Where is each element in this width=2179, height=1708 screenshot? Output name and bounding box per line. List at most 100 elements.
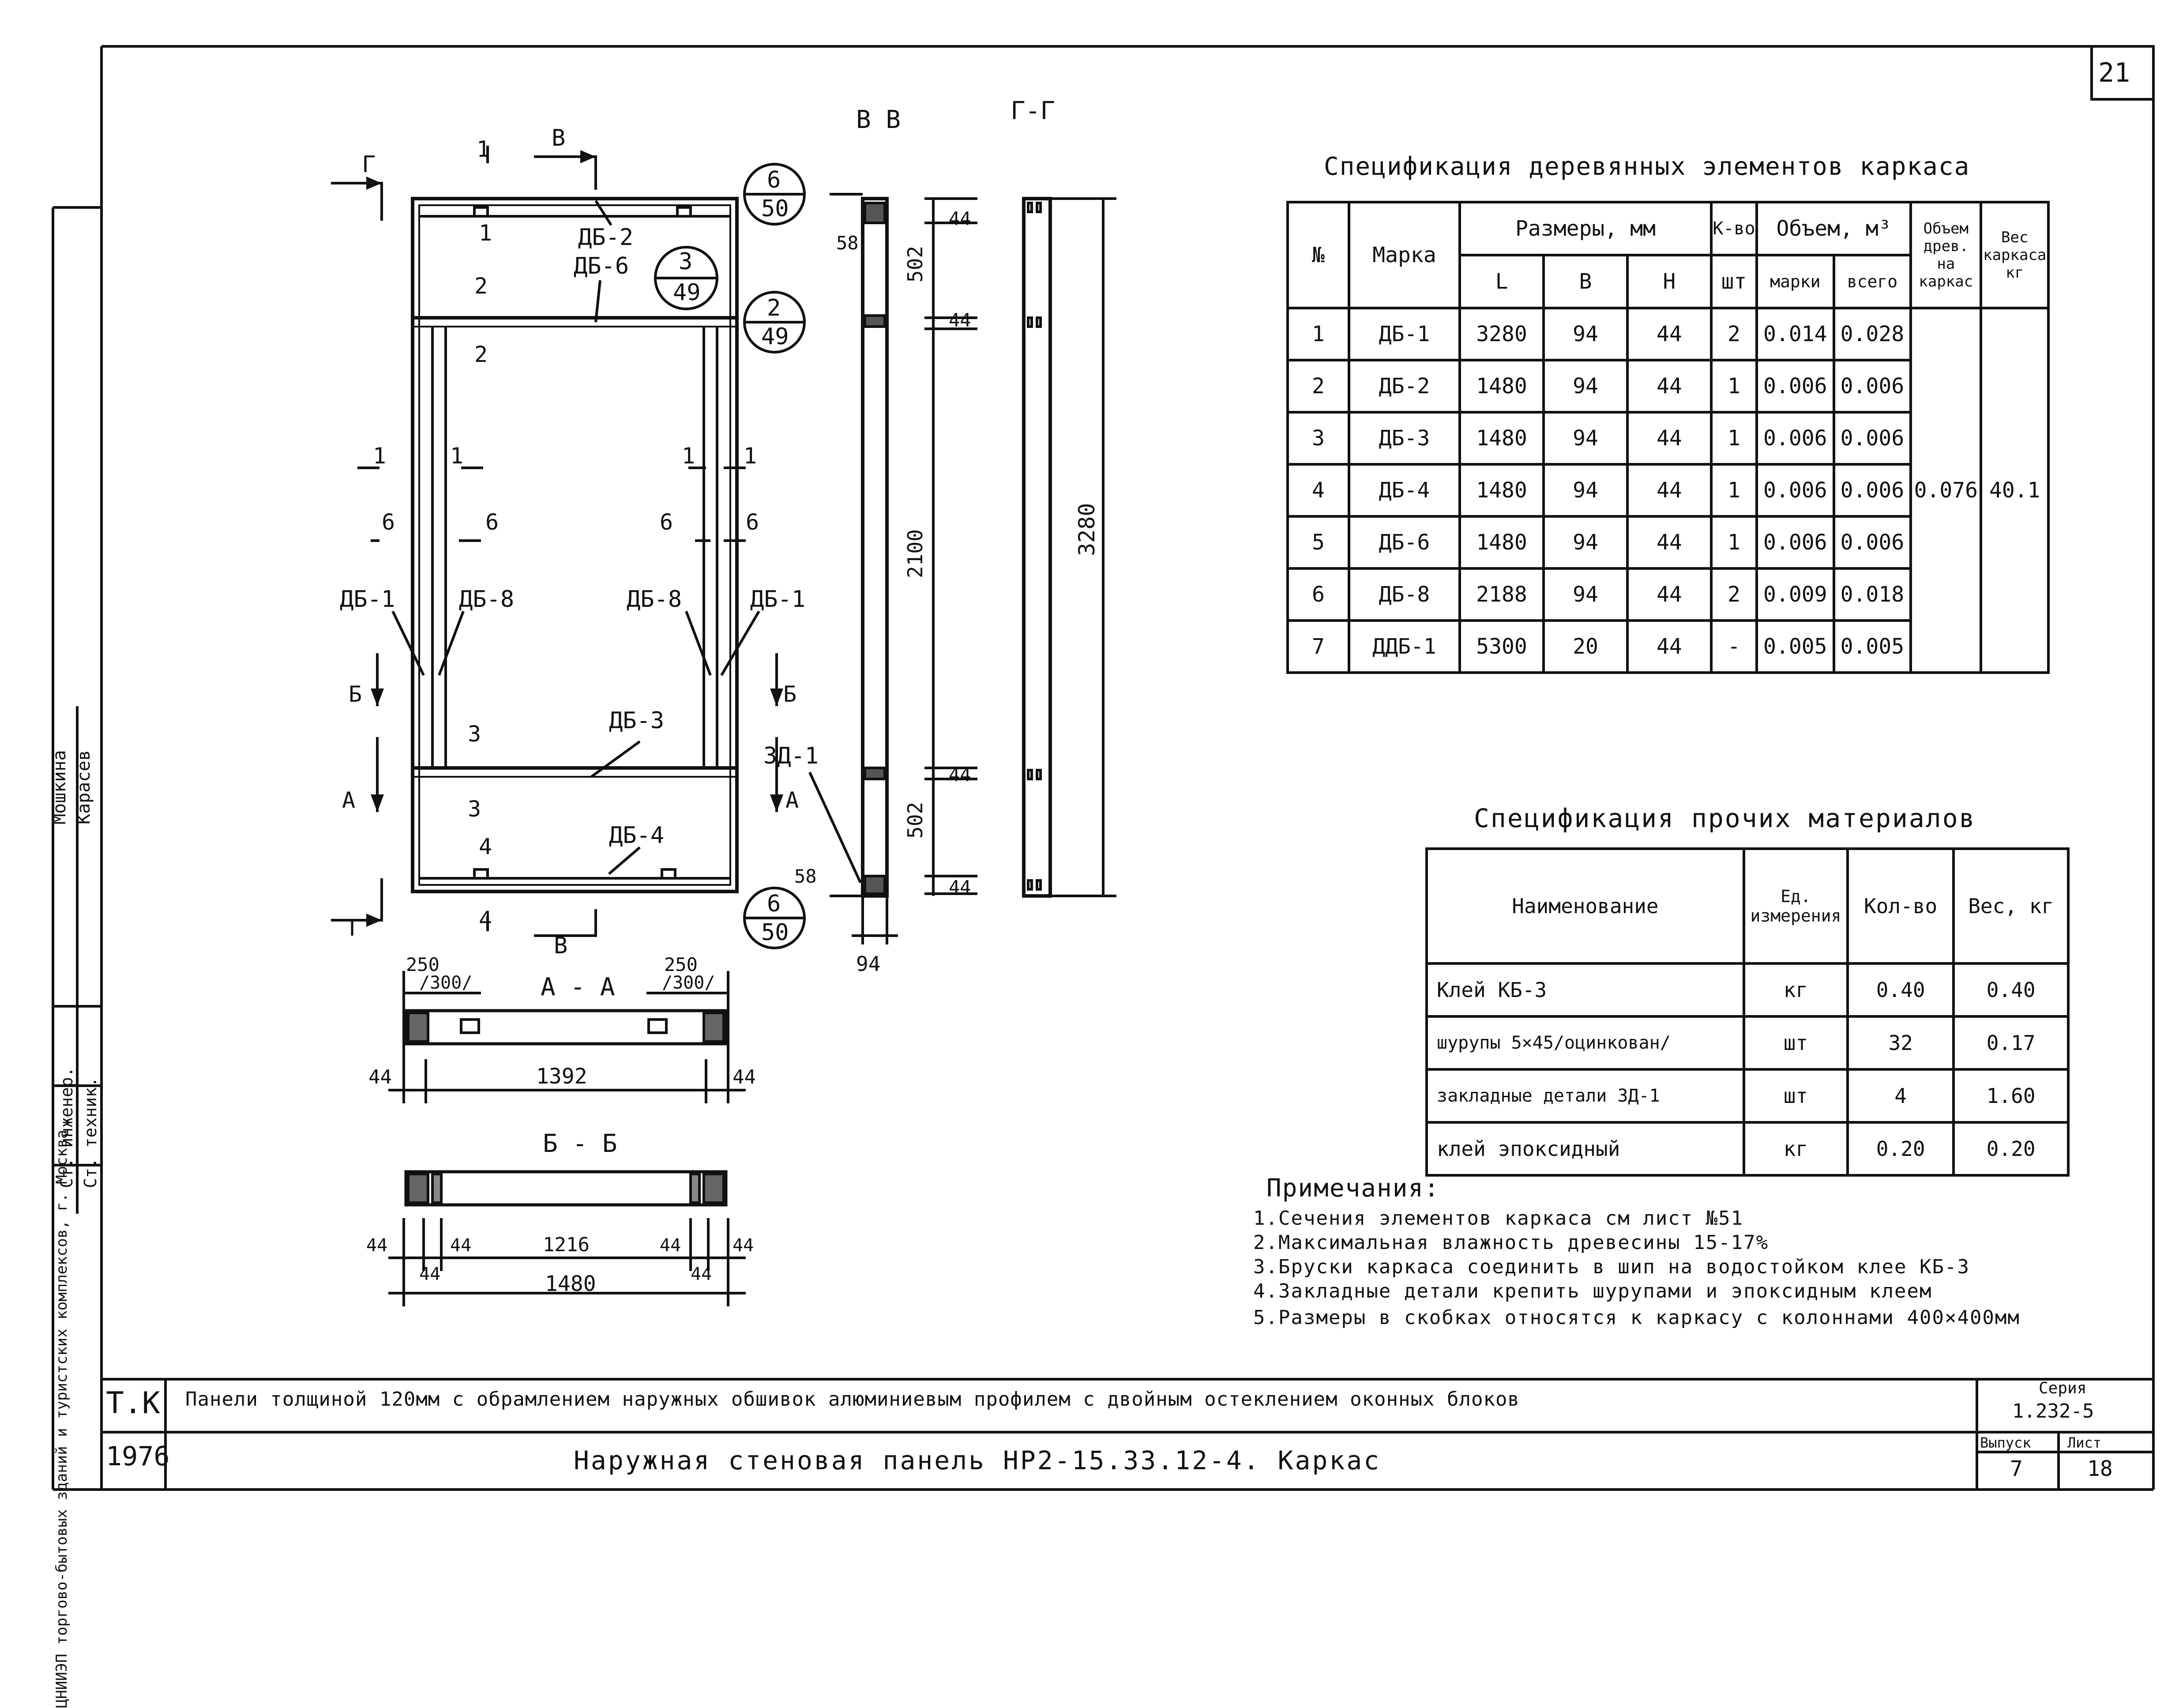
cell: 0.005 <box>1832 619 1912 674</box>
dimension-label: 58 <box>836 232 859 254</box>
cell: ДБ-6 <box>1347 515 1461 570</box>
stamp-name: Карасев <box>74 750 94 824</box>
col-header-l: L <box>1458 254 1545 309</box>
cut-marker-label: Б <box>349 681 362 707</box>
cut-marker-label: 3 <box>468 721 481 747</box>
other-spec-title: Спецификация прочих материалов <box>1474 803 1976 833</box>
section-view-label: А - А <box>541 973 615 1001</box>
cell: 1 <box>1709 515 1758 570</box>
cell: 0.006 <box>1832 359 1912 414</box>
cell: ДБ-8 <box>1347 567 1461 622</box>
cut-marker-label: 6 <box>660 509 673 535</box>
cell: 4 <box>1846 1068 1955 1124</box>
series-value: 1.232-5 <box>2012 1400 2094 1422</box>
dimension-label: 1480 <box>545 1272 596 1296</box>
wood-spec-table: № Марка Размеры, мм К-во Объем, м³ Объем… <box>1286 201 2050 674</box>
cell: 44 <box>1626 619 1713 674</box>
col-header-mark: Марка <box>1347 201 1461 309</box>
cell: 94 <box>1542 515 1629 570</box>
table-row: шурупы 5×45/оцинкован/ шт 32 0.17 <box>1425 1015 2070 1071</box>
section-view-label: Б - Б <box>543 1129 617 1158</box>
cut-marker-label: 4 <box>479 907 492 932</box>
cell: 94 <box>1542 307 1629 361</box>
cell: 2 <box>1709 307 1758 361</box>
part-mark: ДБ-3 <box>609 707 664 734</box>
issue-label: Выпуск <box>1980 1434 2031 1451</box>
cell: 0.006 <box>1755 463 1835 518</box>
callout-number: 49 <box>673 279 701 306</box>
cell: ДБ-3 <box>1347 411 1461 466</box>
dimension-label: 44 <box>450 1235 471 1256</box>
note-item: 2.Максимальная влажность древесины 15-17… <box>1253 1231 1769 1254</box>
dimension-label: 58 <box>794 865 817 887</box>
section-view-label: Г-Г <box>1011 97 1055 125</box>
cut-marker-label: 4 <box>479 834 492 859</box>
cell: 0.17 <box>1952 1015 2070 1071</box>
dimension-label: /300/ <box>419 973 472 993</box>
table-row: 7 ДДБ-1 5300 20 44 - 0.005 0.005 <box>1286 619 2048 674</box>
notes-title: Примечания: <box>1266 1174 1440 1203</box>
cut-marker-label: А <box>342 787 355 813</box>
cell: 44 <box>1626 411 1713 466</box>
col-header-qty-unit: шт <box>1709 254 1758 309</box>
cell: 94 <box>1542 411 1629 466</box>
cell: клей эпоксидный <box>1425 1121 1745 1177</box>
cell: 0.006 <box>1755 515 1835 570</box>
cell: 0.009 <box>1755 567 1835 622</box>
col-header-sizes: Размеры, мм <box>1458 201 1713 256</box>
cell: 1 <box>1709 411 1758 466</box>
dimension-label: 1392 <box>536 1064 587 1089</box>
cell: 94 <box>1542 463 1629 518</box>
cell: 1480 <box>1458 359 1545 414</box>
cell: 1480 <box>1458 515 1545 570</box>
col-header-num: № <box>1286 201 1350 309</box>
callout-number: 6 <box>767 167 781 193</box>
callout-number: 50 <box>761 196 789 222</box>
table-row: закладные детали ЗД-1 шт 4 1.60 <box>1425 1068 2070 1124</box>
cell: кг <box>1742 1121 1849 1177</box>
stamp-role: Ст. техник. <box>81 1077 100 1188</box>
cut-marker-label: 1 <box>450 443 463 469</box>
dimension-label: 94 <box>856 952 880 976</box>
cell: Клей КБ-3 <box>1425 962 1745 1018</box>
vol-frame-value: 0.076 <box>1909 307 1983 674</box>
cell: 1480 <box>1458 411 1545 466</box>
dimension-label: 502 <box>903 802 927 839</box>
col-header-unit: Ед. измерения <box>1742 847 1849 965</box>
dimension-label: 44 <box>368 1066 392 1088</box>
cut-marker-label: 1 <box>479 220 492 246</box>
cell: 20 <box>1542 619 1629 674</box>
cell: 44 <box>1626 359 1713 414</box>
cell: 0.20 <box>1952 1121 2070 1177</box>
cell: 2 <box>1709 567 1758 622</box>
cut-marker-label: 1 <box>477 136 490 162</box>
cell: 0.014 <box>1755 307 1835 361</box>
note-item: 5.Размеры в скобках относятся к каркасу … <box>1253 1306 2020 1329</box>
table-row: 2 ДБ-2 1480 94 44 1 0.006 0.006 <box>1286 359 2048 414</box>
cell: ДБ-4 <box>1347 463 1461 518</box>
dimension-label: 250 <box>664 954 698 975</box>
cut-marker-label: 1 <box>373 443 386 469</box>
part-mark: ДБ-2 <box>578 224 633 251</box>
cell: 44 <box>1626 567 1713 622</box>
cell: 2 <box>1286 359 1350 414</box>
callout-number: 3 <box>679 248 692 275</box>
cell: 0.005 <box>1755 619 1835 674</box>
col-header-weight: Вес каркаса кг <box>1980 201 2050 309</box>
dimension-label: 44 <box>691 1264 712 1284</box>
table-row: 3 ДБ-3 1480 94 44 1 0.006 0.006 <box>1286 411 2048 466</box>
col-header-vol-mark: марки <box>1755 254 1835 309</box>
cell: ДБ-2 <box>1347 359 1461 414</box>
cell: 44 <box>1626 463 1713 518</box>
dimension-label: 1216 <box>543 1234 590 1256</box>
series-label: Серия <box>2039 1379 2087 1397</box>
dimension-label: 44 <box>949 208 971 229</box>
note-item: 4.Закладные детали крепить шурупами и эп… <box>1253 1280 1932 1302</box>
cell: 1 <box>1709 359 1758 414</box>
dimension-label: 44 <box>733 1235 754 1256</box>
cell: 1.60 <box>1952 1068 2070 1124</box>
part-mark: ДБ-8 <box>627 586 682 613</box>
cell: закладные детали ЗД-1 <box>1425 1068 1745 1124</box>
col-header-name: Наименование <box>1425 847 1745 965</box>
part-mark: ЗД-1 <box>763 743 819 769</box>
